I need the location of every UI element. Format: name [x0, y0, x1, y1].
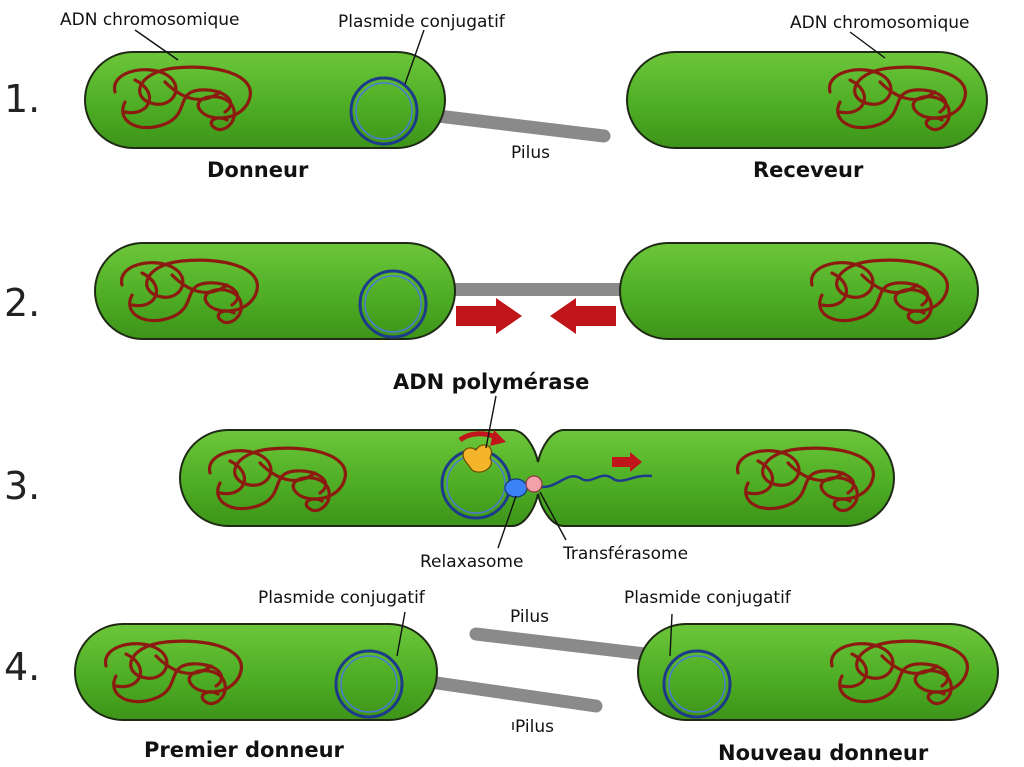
donor-cell: [94, 242, 456, 340]
label-relaxasome: Relaxasome: [420, 552, 523, 572]
label-plasmid: Plasmide conjugatif: [258, 588, 426, 608]
leader-line: [497, 495, 517, 549]
leader-line: [396, 611, 406, 657]
label-pilus: Pilus: [511, 143, 550, 163]
label-new-donor: Nouveau donneur: [718, 741, 929, 765]
label-transferasome: Transférasome: [562, 544, 688, 564]
label-donor: Donneur: [207, 158, 309, 182]
step-number: 2.: [4, 281, 40, 325]
first-donor-cell: [74, 623, 438, 721]
label-plasmid: Plasmide conjugatif: [338, 12, 506, 32]
donor-cell: [84, 51, 446, 149]
step-4: 4. Plasmide conjugatif Plasmide conjugat…: [4, 588, 999, 765]
label-pilus: Pilus: [510, 607, 549, 627]
leader-line: [485, 395, 497, 449]
leader-line: [539, 491, 567, 541]
label-first-donor: Premier donneur: [144, 738, 345, 762]
arrow-left-icon: [550, 298, 616, 334]
step-3: 3. ADN polymérase Relaxasome Transféraso…: [4, 370, 895, 572]
leader-line: [404, 29, 425, 85]
recipient-cell: [619, 242, 979, 340]
relaxasome: [504, 478, 528, 498]
dna-polymerase: [462, 444, 492, 473]
label-plasmid: Plasmide conjugatif: [624, 588, 792, 608]
step-2: 2.: [4, 242, 979, 340]
pilus: [423, 675, 603, 713]
ssdna-strand: [535, 474, 653, 489]
pilus: [431, 109, 611, 143]
leader-line: [849, 31, 886, 59]
step-number: 4.: [4, 645, 40, 689]
label-recipient: Receveur: [753, 158, 864, 182]
arrow-right-icon: [612, 452, 642, 472]
label-chromosome-dna: ADN chromosomique: [790, 13, 970, 33]
transferasome: [525, 475, 543, 493]
label-pilus: Pilus: [515, 717, 554, 737]
leader-line: [669, 613, 673, 657]
step-1: 1. ADN chromosomique Plasmide conjugatif…: [4, 10, 988, 182]
leader-line: [134, 29, 179, 61]
step-number: 1.: [4, 77, 40, 121]
pilus: [469, 627, 652, 661]
label-dna-polymerase: ADN polymérase: [393, 370, 589, 394]
recipient-cell: [626, 51, 988, 149]
pilus: [440, 283, 630, 296]
arrow-right-icon: [456, 298, 522, 334]
step-number: 3.: [4, 464, 40, 508]
label-chromosome-dna: ADN chromosomique: [60, 10, 240, 30]
